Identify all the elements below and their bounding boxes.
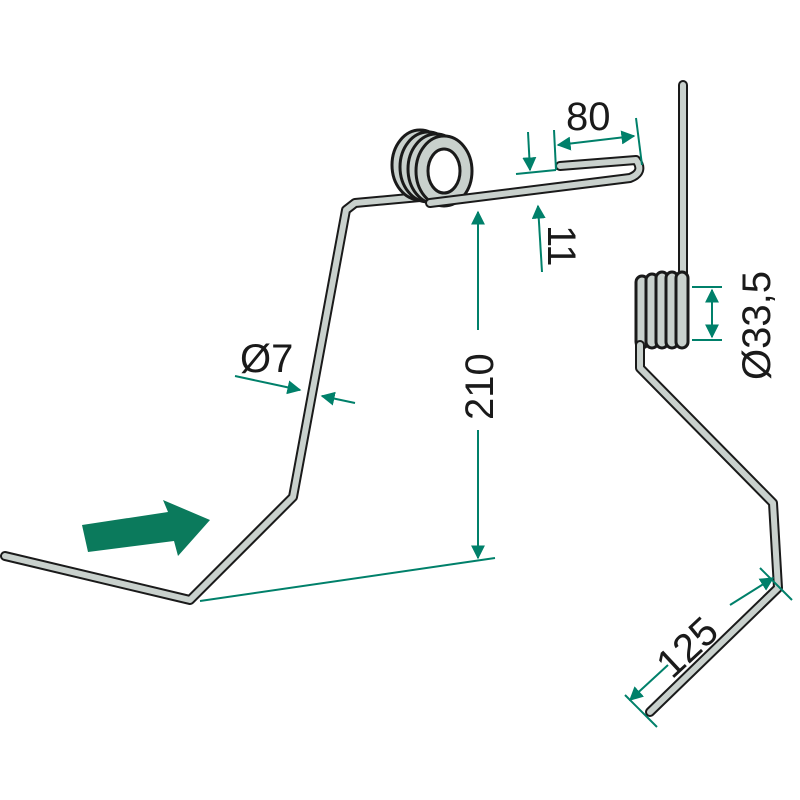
dimension-wire-diameter: Ø7 — [234, 337, 356, 406]
right-spring-tine — [634, 80, 783, 717]
dimension-11: 11 — [515, 131, 583, 273]
svg-text:125: 125 — [648, 609, 727, 687]
coil-side — [634, 270, 690, 350]
dimension-coil-diameter: Ø33,5 — [692, 271, 779, 380]
left-spring-tine — [0, 128, 645, 605]
svg-text:Ø7: Ø7 — [240, 337, 293, 381]
svg-text:80: 80 — [566, 95, 611, 139]
svg-text:210: 210 — [458, 353, 502, 420]
svg-text:Ø33,5: Ø33,5 — [735, 271, 779, 380]
dimension-80: 80 — [553, 95, 643, 171]
direction-arrow-icon — [82, 500, 210, 556]
dimension-210: 210 — [199, 210, 502, 602]
svg-text:11: 11 — [539, 225, 583, 267]
